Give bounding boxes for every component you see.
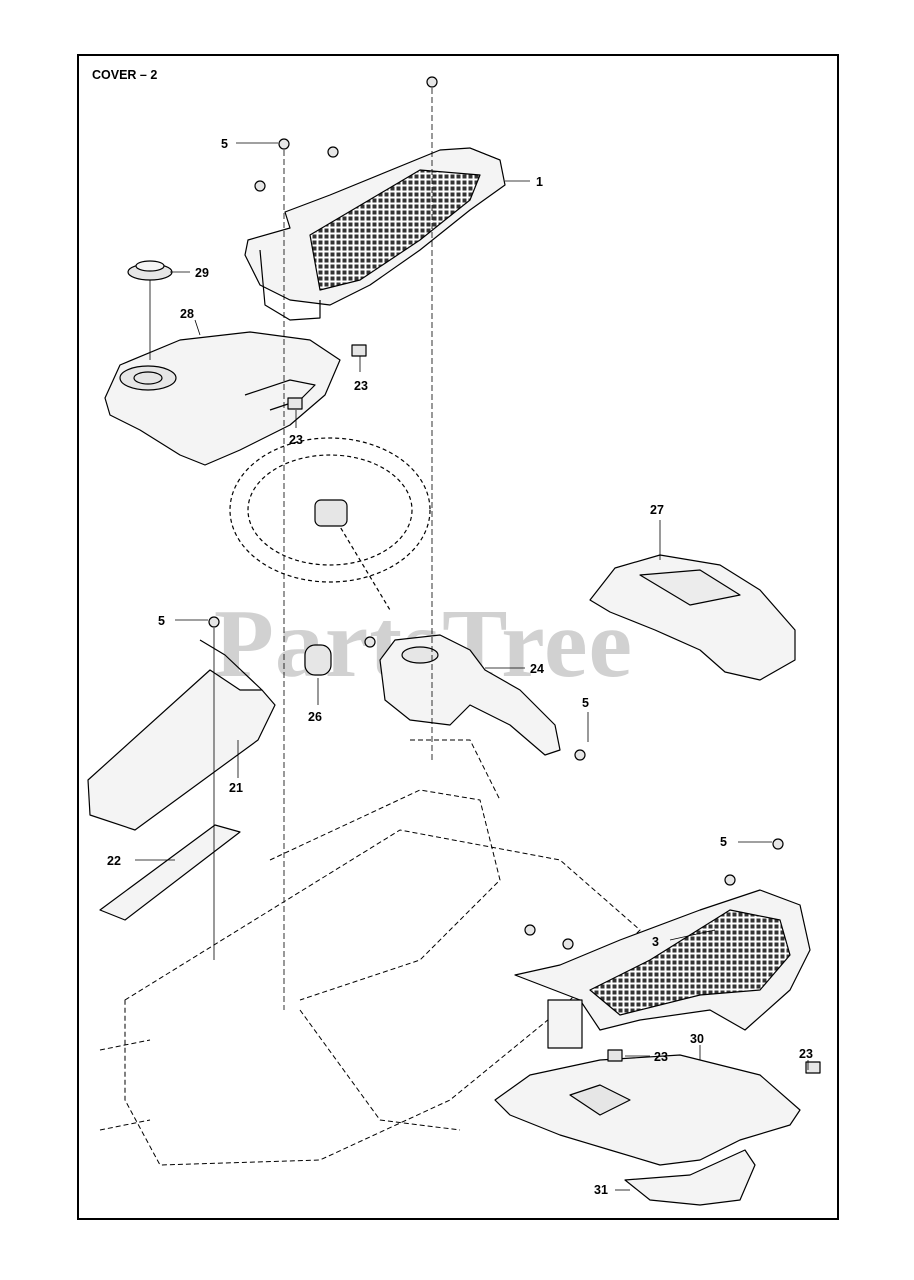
callout-5: 5 <box>158 614 165 628</box>
callout-23: 23 <box>799 1047 813 1061</box>
callout-1: 1 <box>536 175 543 189</box>
clip-icons <box>287 344 821 1074</box>
part-28-side-cover <box>104 331 341 466</box>
part-31-skirt <box>624 1149 756 1206</box>
callout-5: 5 <box>221 137 228 151</box>
callout-23: 23 <box>654 1050 668 1064</box>
leader-lines <box>135 88 809 1191</box>
screw-icons <box>208 76 784 950</box>
part-24-column-cover <box>379 634 561 756</box>
callout-21: 21 <box>229 781 243 795</box>
page-title: COVER – 2 <box>92 68 158 82</box>
callout-26: 26 <box>308 710 322 724</box>
diagram-frame <box>77 54 839 1220</box>
part-30-lower-cover <box>494 1054 801 1166</box>
part-27-hood-cover <box>589 554 796 681</box>
part-21-left-panel <box>87 639 276 831</box>
callout-24: 24 <box>530 662 544 676</box>
callout-29: 29 <box>195 266 209 280</box>
callout-5: 5 <box>582 696 589 710</box>
tractor-frame <box>99 739 641 1166</box>
callout-23: 23 <box>289 433 303 447</box>
callout-22: 22 <box>107 854 121 868</box>
part-3-lower-panel <box>514 889 811 1049</box>
steering-wheel <box>229 437 431 611</box>
callout-27: 27 <box>650 503 664 517</box>
part-29-cap <box>127 260 173 281</box>
part-26-knob <box>304 644 332 676</box>
callout-3: 3 <box>652 935 659 949</box>
part-22-strip <box>99 824 241 921</box>
steering-hub <box>314 499 348 527</box>
callout-31: 31 <box>594 1183 608 1197</box>
callout-23: 23 <box>354 379 368 393</box>
callout-5: 5 <box>720 835 727 849</box>
part-1-upper-panel <box>244 147 506 321</box>
callout-30: 30 <box>690 1032 704 1046</box>
callout-28: 28 <box>180 307 194 321</box>
